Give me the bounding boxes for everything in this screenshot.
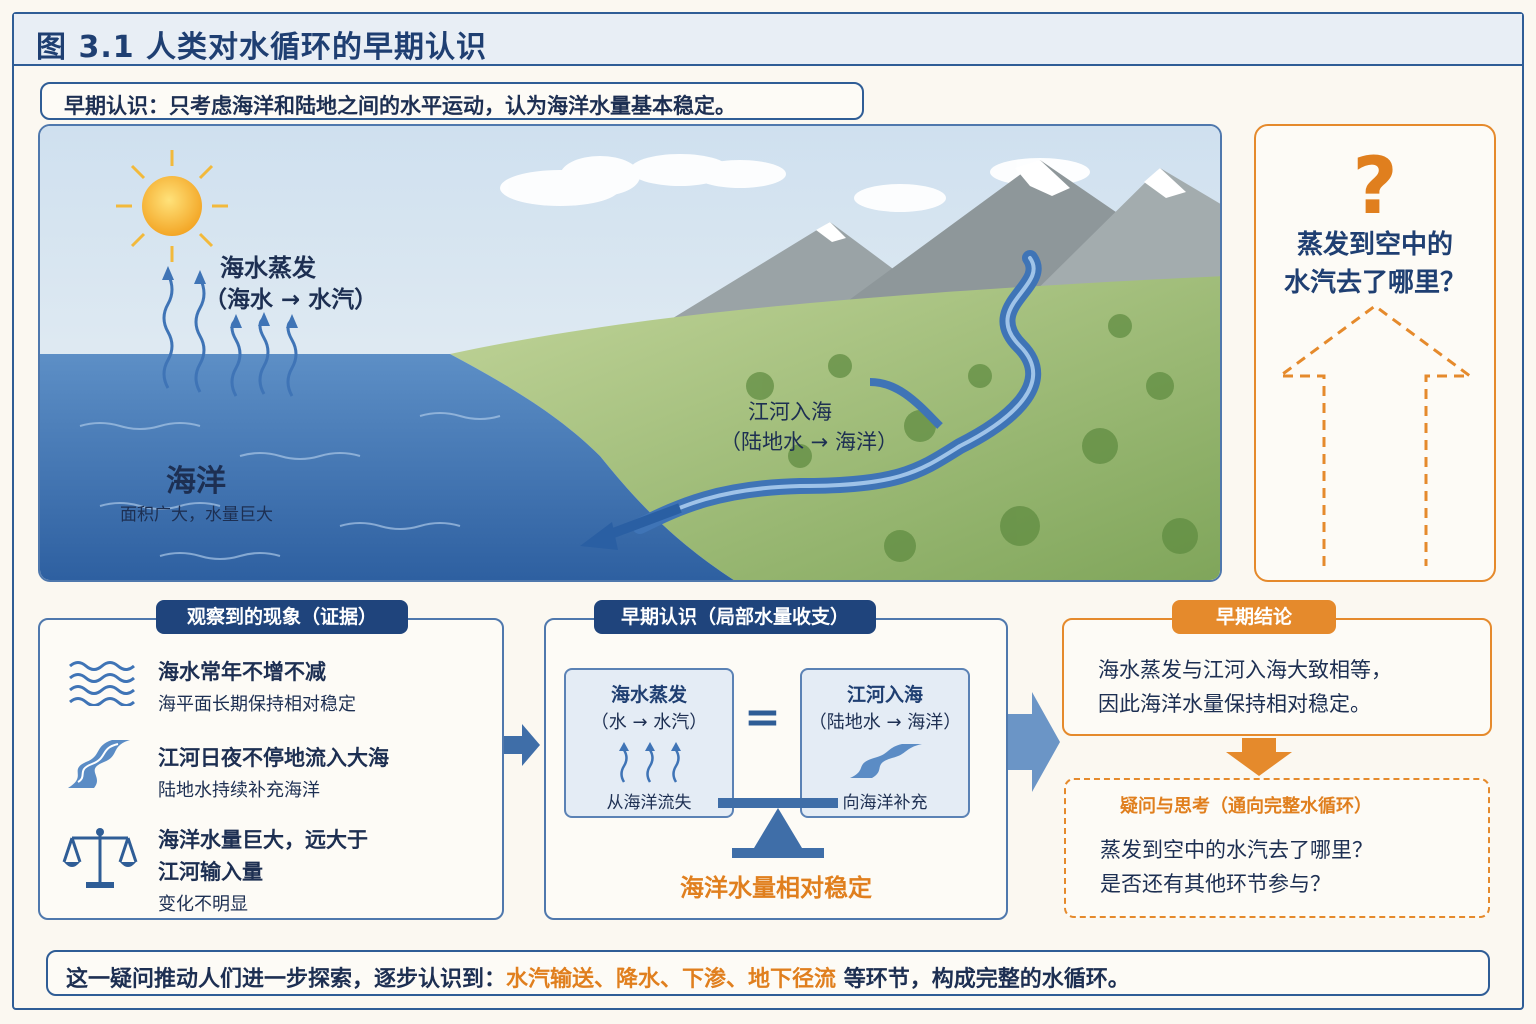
ocean: [40, 354, 734, 580]
footer-box: 这一疑问推动人们进一步探索，逐步认识到：水汽输送、降水、下渗、地下径流 等环节，…: [46, 950, 1490, 996]
waves-icon: [69, 661, 135, 706]
question-box: ? 蒸发到空中的 水汽去了哪里？: [1254, 124, 1496, 582]
footer-text: 这一疑问推动人们进一步探索，逐步认识到：水汽输送、降水、下渗、地下径流 等环节，…: [66, 961, 1130, 993]
title-bar: 图 3.1 人类对水循环的早期认识: [14, 14, 1522, 66]
balance-tag: 早期认识（局部水量收支）: [594, 600, 876, 634]
river-label: 江河入海: [748, 400, 832, 424]
footer-suffix: 等环节，构成完整的水循环。: [836, 967, 1130, 992]
thinking-line-2: 是否还有其他环节参与？: [1100, 872, 1331, 896]
river-input-box-title: 江河入海: [846, 684, 923, 706]
river-icon: [68, 740, 130, 788]
river-flow-arrowhead: [580, 522, 618, 550]
evaporation-sub: （海水 → 水汽）: [204, 287, 378, 313]
evaporation-box: 海水蒸发 （水 → 水汽） 从海洋流失: [564, 668, 734, 818]
river-input-box-foot: 向海洋补充: [842, 793, 928, 813]
river-tributary: [869, 378, 943, 429]
arrow-down-icon: [1226, 738, 1292, 776]
footer-prefix: 这一疑问推动人们进一步探索，逐步认识到：: [66, 967, 507, 992]
figure-title: 图 3.1 人类对水循环的早期认识: [36, 30, 488, 65]
river-mini-icon: [850, 744, 922, 778]
observations-panel: 海水常年不增不减 海平面长期保持相对稳定 江河日夜不停地流入大海 陆地水持续补充…: [38, 618, 504, 920]
question-text: 蒸发到空中的 水汽去了哪里？: [1256, 226, 1494, 302]
ocean-waves: [79, 412, 501, 560]
balance-panel: 海水蒸发 （水 → 水汽） 从海洋流失 = 江河入海 （陆地水 → 海洋） 向海…: [544, 618, 1008, 920]
intro-box: 早期认识：只考虑海洋和陆地之间的水平运动，认为海洋水量基本稳定。: [40, 82, 864, 120]
river-input-box-sub: （陆地水 → 海洋）: [808, 712, 962, 733]
balance-result: 海洋水量相对稳定: [680, 874, 872, 902]
evaporation-arrowheads: [162, 266, 298, 328]
equals-sign: =: [744, 692, 781, 743]
evaporation-box-sub: （水 → 水汽）: [590, 712, 708, 733]
observation-sub-3: 变化不明显: [158, 894, 248, 915]
observation-main-1: 海水常年不增不减: [158, 660, 326, 684]
observation-main-3b: 江河输入量: [158, 860, 263, 884]
conclusion-tag: 早期结论: [1172, 600, 1336, 634]
scene-illustration: 海水蒸发 （海水 → 水汽） 海洋 面积广大，水量巨大 江河入海 （陆地水 → …: [38, 124, 1222, 582]
thinking-line-1: 蒸发到空中的水汽去了哪里？: [1100, 838, 1373, 862]
evaporation-label: 海水蒸发: [220, 254, 316, 282]
evaporation-box-title: 海水蒸发: [610, 684, 687, 706]
conclusion-line-2: 因此海洋水量保持相对稳定。: [1098, 692, 1371, 716]
river-input-box: 江河入海 （陆地水 → 海洋） 向海洋补充: [800, 668, 970, 818]
balance-scale-icon: [718, 798, 838, 858]
arrow-right-icon: [504, 724, 540, 766]
intro-text: 早期认识：只考虑海洋和陆地之间的水平运动，认为海洋水量基本稳定。: [64, 94, 736, 118]
evaporation-mini-arrows-icon: [619, 742, 681, 783]
thinking-box: 疑问与思考（通向完整水循环） 蒸发到空中的水汽去了哪里？ 是否还有其他环节参与？: [1064, 778, 1490, 918]
big-arrow-right-icon: [1008, 692, 1060, 792]
conclusion-line-1: 海水蒸发与江河入海大致相等，: [1098, 658, 1392, 682]
observation-main-3: 海洋水量巨大，远大于: [158, 828, 368, 852]
ocean-label: 海洋: [166, 464, 226, 499]
ocean-sub: 面积广大，水量巨大: [120, 505, 273, 525]
river-sub: （陆地水 → 海洋）: [720, 430, 898, 454]
observations-tag: 观察到的现象（证据）: [156, 600, 408, 634]
river-highlight: [638, 256, 1036, 528]
clouds: [500, 154, 1090, 212]
conclusion-box: 海水蒸发与江河入海大致相等， 因此海洋水量保持相对稳定。: [1062, 618, 1492, 736]
evaporation-box-foot: 从海洋流失: [606, 793, 692, 813]
thinking-title: 疑问与思考（通向完整水循环）: [1120, 796, 1372, 817]
observation-sub-1: 海平面长期保持相对稳定: [158, 694, 356, 715]
observation-sub-2: 陆地水持续补充海洋: [158, 780, 320, 801]
sun-icon: [116, 150, 228, 262]
dashed-up-arrow-icon: [1275, 304, 1475, 566]
observation-main-2: 江河日夜不停地流入大海: [158, 746, 389, 770]
question-line-1: 蒸发到空中的: [1296, 230, 1453, 260]
question-line-2: 水汽去了哪里？: [1283, 268, 1466, 298]
scale-icon: [62, 828, 138, 888]
footer-highlight: 水汽输送、降水、下渗、地下径流: [506, 967, 837, 992]
question-mark-icon: ?: [1352, 142, 1398, 232]
scene-svg: [40, 126, 1220, 580]
